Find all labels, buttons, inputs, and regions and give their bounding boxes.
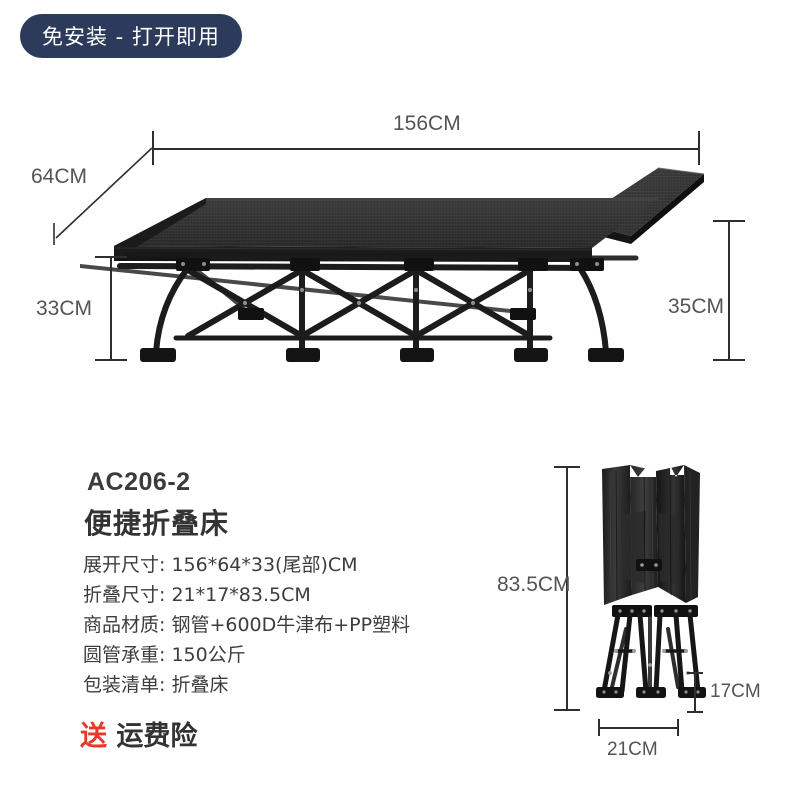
- spec-item-load-capacity: 圆管承重: 150公斤: [83, 644, 246, 666]
- folded-brackets: [612, 605, 698, 617]
- product-name: 便捷折叠床: [84, 507, 230, 540]
- folded-height-dimension-label: 83.5CM: [497, 573, 571, 596]
- folded-leg-rivets: [608, 649, 690, 675]
- folded-depth-dimension-line: [694, 672, 696, 712]
- width-dimension-label: 64CM: [31, 165, 88, 188]
- folded-bed-svg: [596, 465, 706, 698]
- length-dimension-tick-left: [152, 131, 154, 165]
- frame-brackets: [176, 258, 604, 320]
- length-dimension-tick-right: [698, 131, 700, 165]
- folded-height-dimension-line: [566, 466, 568, 710]
- product-model: AC206-2: [87, 468, 191, 496]
- spec-item-folded-size: 折叠尺寸: 21*17*83.5CM: [83, 584, 311, 606]
- folded-feet: [596, 687, 706, 698]
- folded-legs: [601, 612, 701, 694]
- feature-badge: 免安装 - 打开即用: [20, 14, 242, 58]
- length-dimension-line: [152, 148, 700, 150]
- head-height-tick-top: [713, 220, 745, 222]
- head-height-dimension-label: 35CM: [668, 295, 725, 318]
- folded-depth-tick-bottom: [687, 711, 703, 713]
- folded-bracket-rivets: [618, 609, 692, 613]
- unfolded-bed-svg: [78, 167, 705, 362]
- foot-height-tick-top: [95, 256, 127, 258]
- unfolded-bed-illustration: [78, 140, 720, 370]
- foot-height-dimension-line: [110, 256, 112, 360]
- spec-item-package-list: 包装清单: 折叠床: [83, 674, 229, 696]
- width-dimension-leader: [53, 147, 153, 245]
- folded-latch: [636, 559, 662, 571]
- folded-width-tick-left: [598, 719, 600, 736]
- bed-feet: [140, 348, 624, 362]
- spec-list: 展开尺寸: 156*64*33(尾部)CM 折叠尺寸: 21*17*83.5CM…: [83, 550, 410, 700]
- length-dimension-label: 156CM: [393, 112, 461, 135]
- folded-width-tick-right: [677, 719, 679, 736]
- spec-item-material: 商品材质: 钢管+600D牛津布+PP塑料: [83, 614, 411, 636]
- foot-height-dimension-label: 33CM: [36, 297, 93, 320]
- folded-height-tick-top: [554, 466, 580, 468]
- gift-highlight: 送: [80, 721, 107, 752]
- folded-depth-tick-top: [687, 672, 703, 674]
- bed-surface: [113, 198, 658, 262]
- folded-bed-illustration: [560, 455, 740, 715]
- shipping-insurance-note: 送 运费险: [80, 714, 197, 753]
- feature-badge-label: 免安装 - 打开即用: [42, 25, 220, 49]
- bed-frame: [78, 255, 639, 357]
- head-height-tick-bottom: [713, 359, 745, 361]
- spec-item-unfolded-size: 展开尺寸: 156*64*33(尾部)CM: [83, 554, 358, 576]
- folded-width-dimension-label: 21CM: [607, 739, 658, 760]
- head-height-dimension-line: [728, 220, 730, 360]
- folded-height-tick-bottom: [554, 709, 580, 711]
- frame-rivets: [181, 262, 599, 306]
- folded-fabric: [602, 465, 700, 605]
- folded-depth-dimension-label: 17CM: [710, 681, 761, 702]
- foot-height-tick-bottom: [95, 359, 127, 361]
- folded-feet-rivets: [602, 690, 700, 694]
- folded-width-dimension-line: [598, 727, 678, 729]
- gift-label: 运费险: [107, 721, 198, 752]
